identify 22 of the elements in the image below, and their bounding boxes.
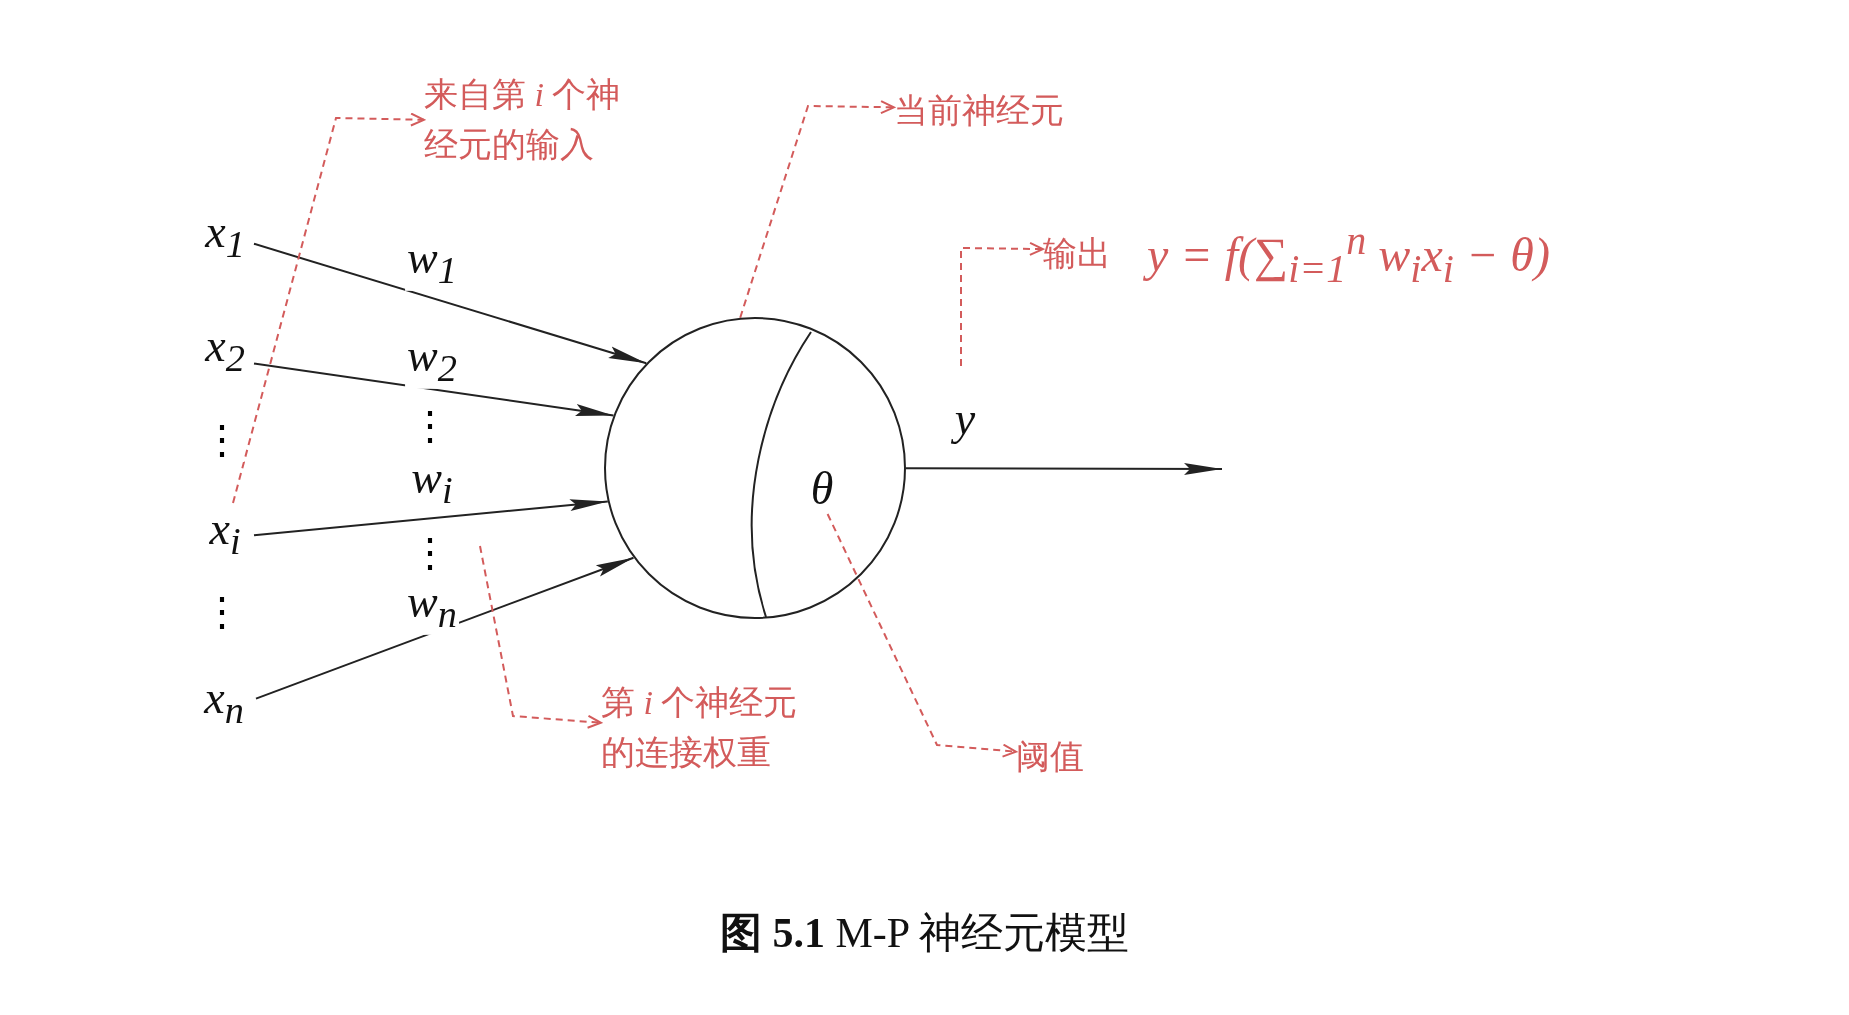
- annotation-text: 当前神经元: [894, 91, 1065, 131]
- input-variable: x$_{n}$: [204, 671, 244, 733]
- leader-line: [826, 513, 1017, 758]
- arrow: [253, 499, 609, 537]
- leader-line: [960, 241, 1044, 367]
- arrow: [253, 242, 648, 365]
- leader-line: [232, 112, 425, 504]
- leader-line: [479, 545, 602, 729]
- input-variable: x$_{1}$: [205, 205, 245, 267]
- annotation-text: 第 i 个神经元的连接权重: [601, 683, 799, 773]
- neuron-circle: [604, 317, 906, 619]
- arrow: [253, 362, 615, 417]
- figure-caption: 图 5.1 M-P 神经元模型: [719, 910, 1130, 956]
- annotation-text: 输出: [1043, 234, 1111, 274]
- input-variable: x$_{2}$: [205, 319, 245, 381]
- arrow: [905, 462, 1223, 475]
- arrow: [255, 556, 635, 700]
- input-variable: x$_{i}$: [209, 502, 241, 564]
- threshold-symbol: θ: [810, 461, 834, 515]
- leader-line: [739, 100, 895, 319]
- annotation-text: 阈值: [1016, 737, 1085, 777]
- annotation-text: 来自第 i 个神经元的输入: [424, 75, 622, 165]
